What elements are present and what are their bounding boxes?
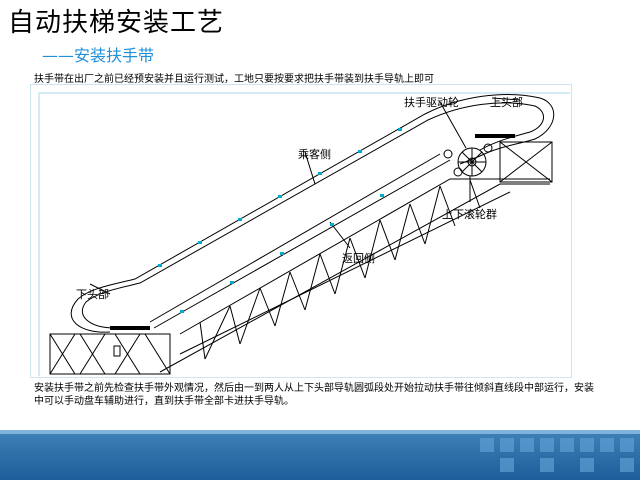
handrail-bands (110, 134, 515, 330)
lower-box (113, 345, 121, 357)
return-rail-2 (153, 159, 451, 329)
truss-lower (179, 191, 511, 355)
truss-top (179, 178, 550, 335)
page-title: 自动扶梯安装工艺 (8, 8, 225, 38)
roller-3 (483, 143, 493, 153)
upper-frame-bracing (499, 141, 553, 183)
footer-tiles (480, 438, 634, 472)
handrail-outer (70, 94, 555, 333)
page-subtitle: ——安装扶手带 (42, 46, 155, 65)
label-lower-head: 下头部 (76, 288, 109, 301)
upper-frame (499, 141, 553, 183)
label-passenger-side: 乘客侧 (298, 148, 331, 161)
label-drive-wheel: 扶手驱动轮 (404, 96, 459, 109)
leader-lower (89, 283, 111, 295)
label-return-side: 返回侧 (342, 252, 375, 265)
handrail-inner (81, 102, 544, 329)
label-upper-head: 上头部 (490, 96, 523, 109)
intro-text: 扶手带在出厂之前已经预安装并且运行测试，工地只要按要求把扶手带装到扶手导轨上即可 (34, 74, 434, 85)
roller-2 (453, 167, 463, 177)
lower-frame (49, 333, 171, 375)
lower-frame-bracing (49, 333, 171, 375)
truss-members (199, 179, 481, 360)
leader-upper (491, 97, 521, 101)
handrail-markers (158, 128, 402, 313)
leader-passenger (304, 151, 316, 185)
label-roller-group: 上下滚轮群 (442, 208, 497, 221)
return-rail (149, 153, 441, 323)
truss-bottom (159, 183, 550, 373)
truss-diagonals (204, 185, 441, 360)
drive-wheel-spokes (458, 148, 486, 176)
description-text: 安装扶手带之前先检查扶手带外观情况，然后由一到两人从上下头部导轨圆弧段处开始拉动… (34, 383, 594, 407)
leader-return (329, 221, 351, 249)
diagram-frame-shadow (38, 92, 570, 376)
escalator-diagram (49, 94, 555, 375)
footer-stripe (0, 430, 640, 434)
roller-1 (443, 149, 453, 159)
leader-drive (439, 101, 467, 149)
